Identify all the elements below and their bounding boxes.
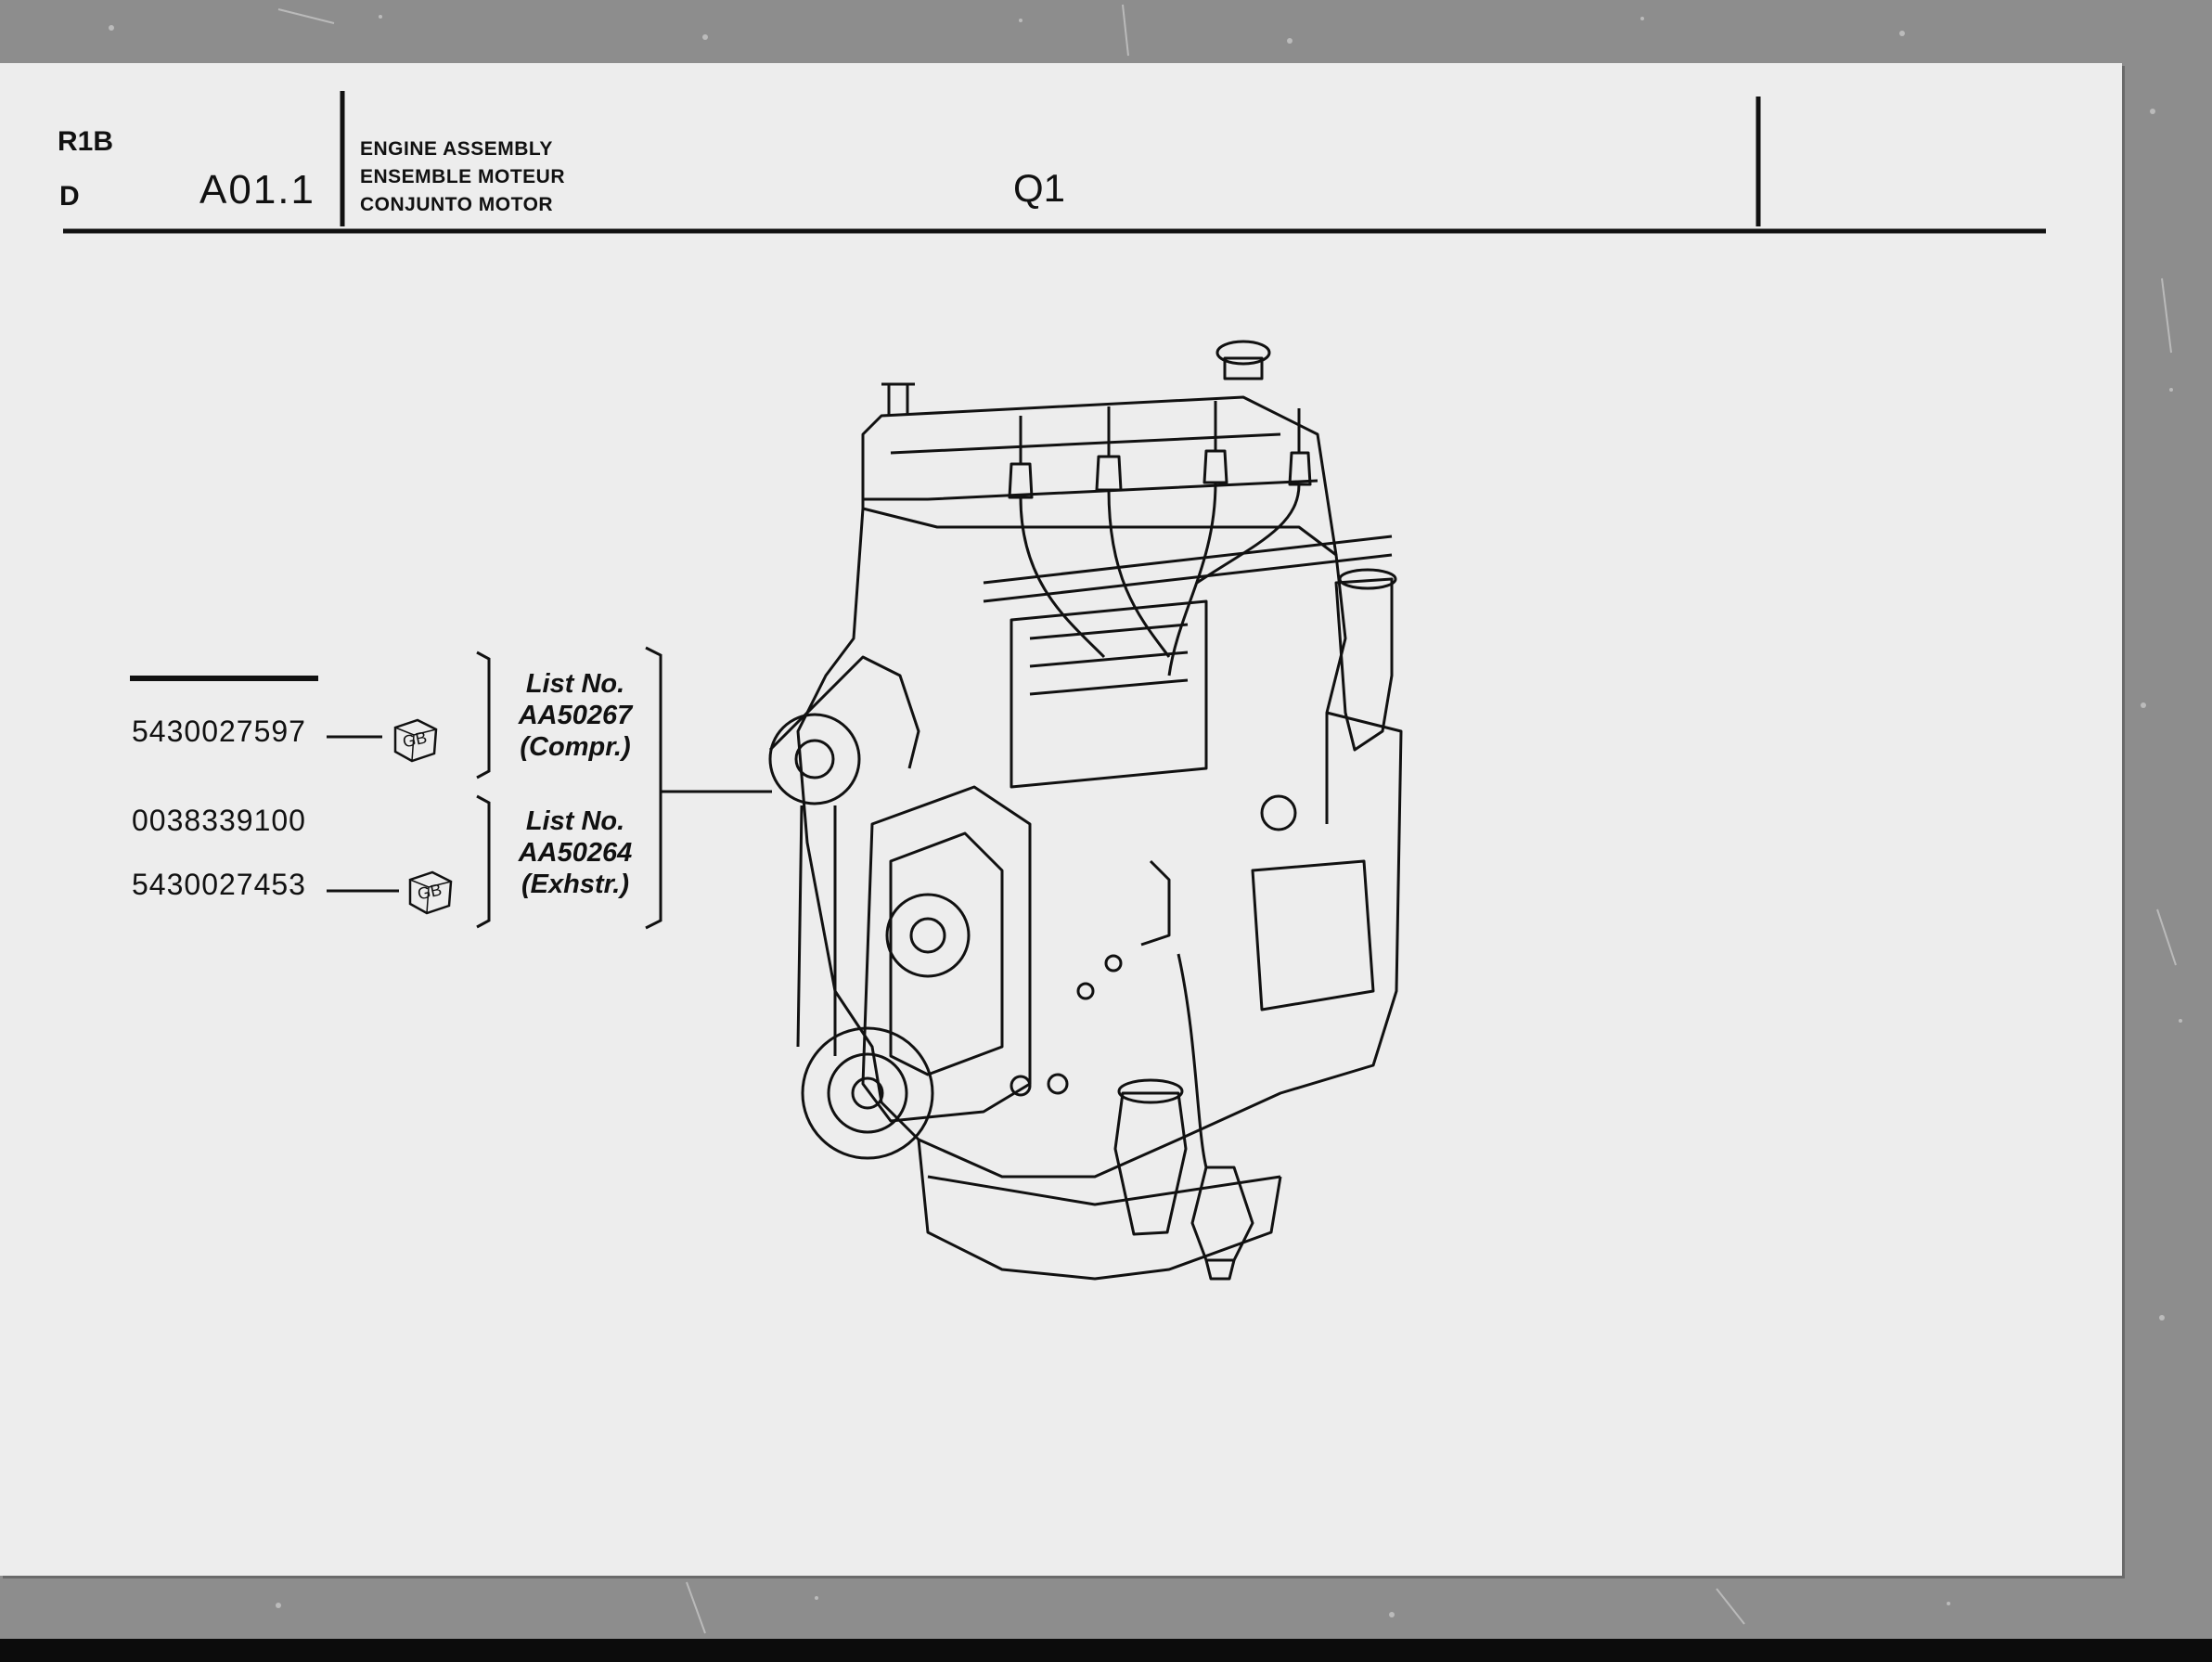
cube-icon [393,718,438,763]
engine-assembly-drawing [768,340,1403,1281]
part-number: 5430027597 [132,715,306,748]
list-number: AA50264 [518,838,633,868]
catalog-code-top: R1B [58,126,114,157]
section-number: A01.1 [199,167,315,213]
part-number: 5430027453 [132,868,306,901]
language-badge: GB [390,715,440,765]
list-label: List No. [525,806,625,836]
list-label: List No. [525,669,625,699]
catalog-code-bottom: D [59,181,80,212]
list-reference-exhauster: List No. AA50264 (Exhstr.) [497,805,653,900]
language-badge: GB [405,867,455,917]
list-type: (Exhstr.) [521,870,630,899]
list-number: AA50267 [518,701,633,730]
figure-reference: Q1 [1013,166,1066,210]
part-number: 0038339100 [132,804,306,837]
callout-lines [327,646,772,930]
scan-bottom-edge [0,1639,2212,1662]
list-reference-compressor: List No. AA50267 (Compr.) [497,668,653,763]
title-block: ENGINE ASSEMBLY ENSEMBLE MOTEUR CONJUNTO… [360,135,565,219]
title-spanish: CONJUNTO MOTOR [360,194,554,215]
cube-icon [408,870,453,915]
catalog-sheet: R1B D A01.1 ENGINE ASSEMBLY ENSEMBLE MOT… [0,63,2122,1576]
title-english: ENGINE ASSEMBLY [360,138,553,160]
list-type: (Compr.) [520,732,631,762]
page-rules [63,91,2046,681]
title-french: ENSEMBLE MOTEUR [360,166,566,187]
